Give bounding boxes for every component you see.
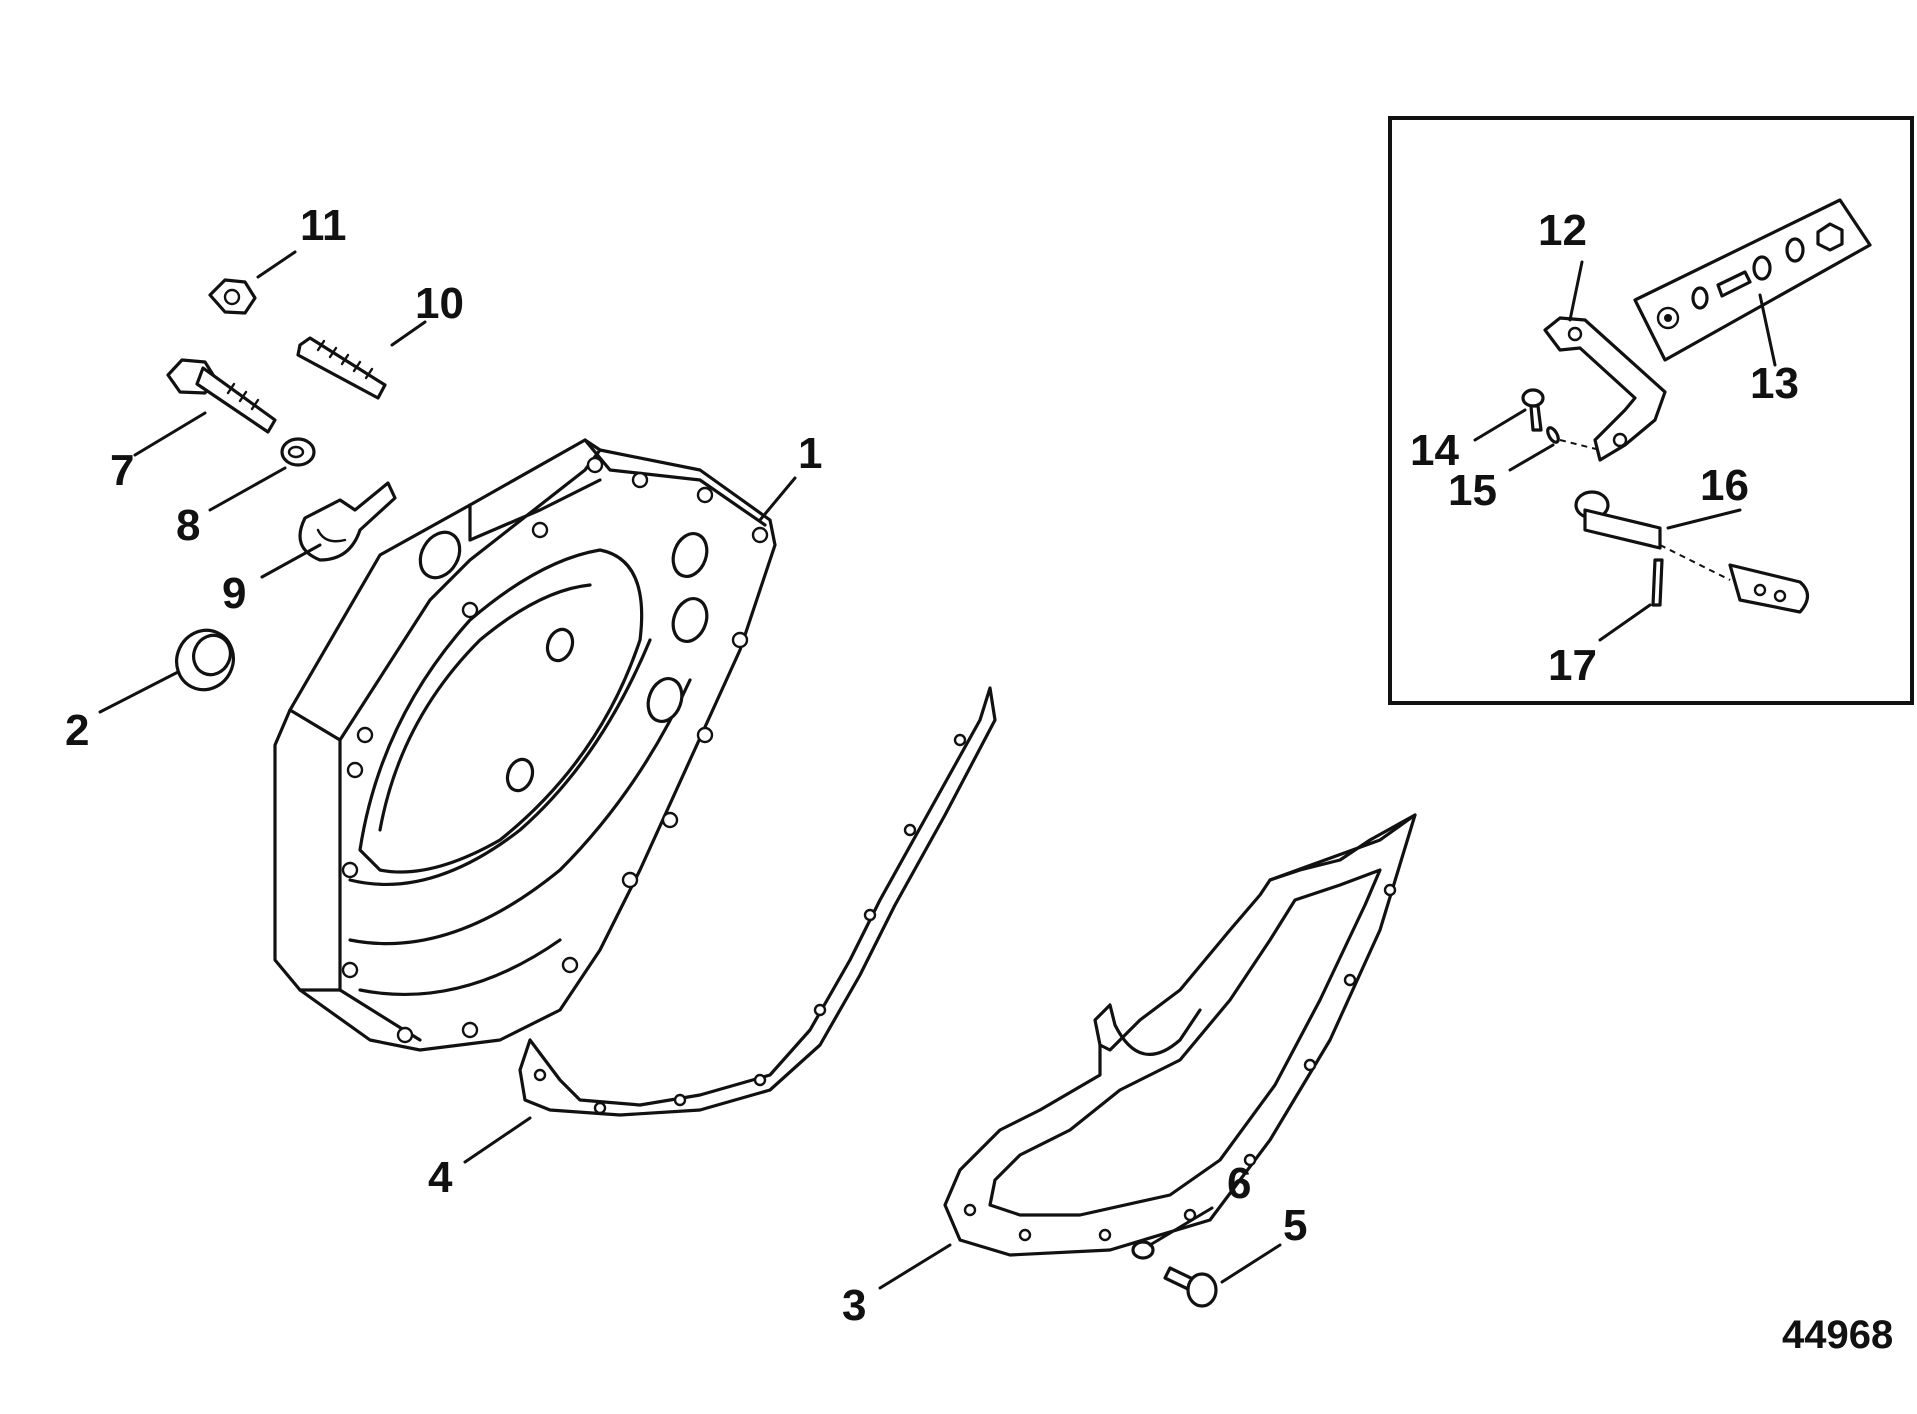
callout-2: 2 [65,706,89,755]
gasket-part-4 [518,686,997,1117]
seal-part-2 [175,628,235,692]
stud-part-10 [296,336,387,400]
figure-number: 44968 [1782,1313,1893,1357]
bolt-part-7 [166,358,277,434]
callout-1: 1 [798,429,822,478]
callout-10: 10 [415,279,464,328]
hardware-kit-part-13 [1633,198,1872,362]
callout-3: 3 [842,1281,866,1330]
callout-12: 12 [1538,206,1587,255]
callout-8: 8 [176,501,200,550]
washer-part-8 [280,437,316,467]
callout-4: 4 [428,1153,453,1202]
callout-14: 14 [1410,426,1459,475]
callout-labels: 1 2 3 4 5 6 7 8 9 10 11 12 13 14 15 16 1… [65,201,1893,1357]
callout-5: 5 [1283,1201,1307,1250]
callout-7: 7 [110,446,134,495]
callout-17: 17 [1548,641,1597,690]
callout-9: 9 [222,569,246,618]
callout-16: 16 [1700,461,1749,510]
callout-6: 6 [1227,1159,1251,1208]
callout-15: 15 [1448,466,1497,515]
detail-inset [1388,116,1914,705]
screw-part-14 [1521,388,1545,432]
clip-part-9 [298,481,397,562]
callout-11: 11 [300,201,347,250]
cotter-pin-part-17 [1651,558,1664,607]
washer-part-6 [1131,1240,1155,1260]
washer-part-15 [1546,426,1601,451]
screw-part-5 [1163,1266,1218,1308]
flywheel-housing [273,438,777,1052]
nut-part-11 [208,278,257,315]
cover-plate-part-3 [943,813,1417,1257]
pin-part-16 [1574,490,1810,614]
bracket-part-12 [1543,316,1667,462]
leader-lines [98,250,1777,1290]
callout-13: 13 [1750,359,1799,408]
